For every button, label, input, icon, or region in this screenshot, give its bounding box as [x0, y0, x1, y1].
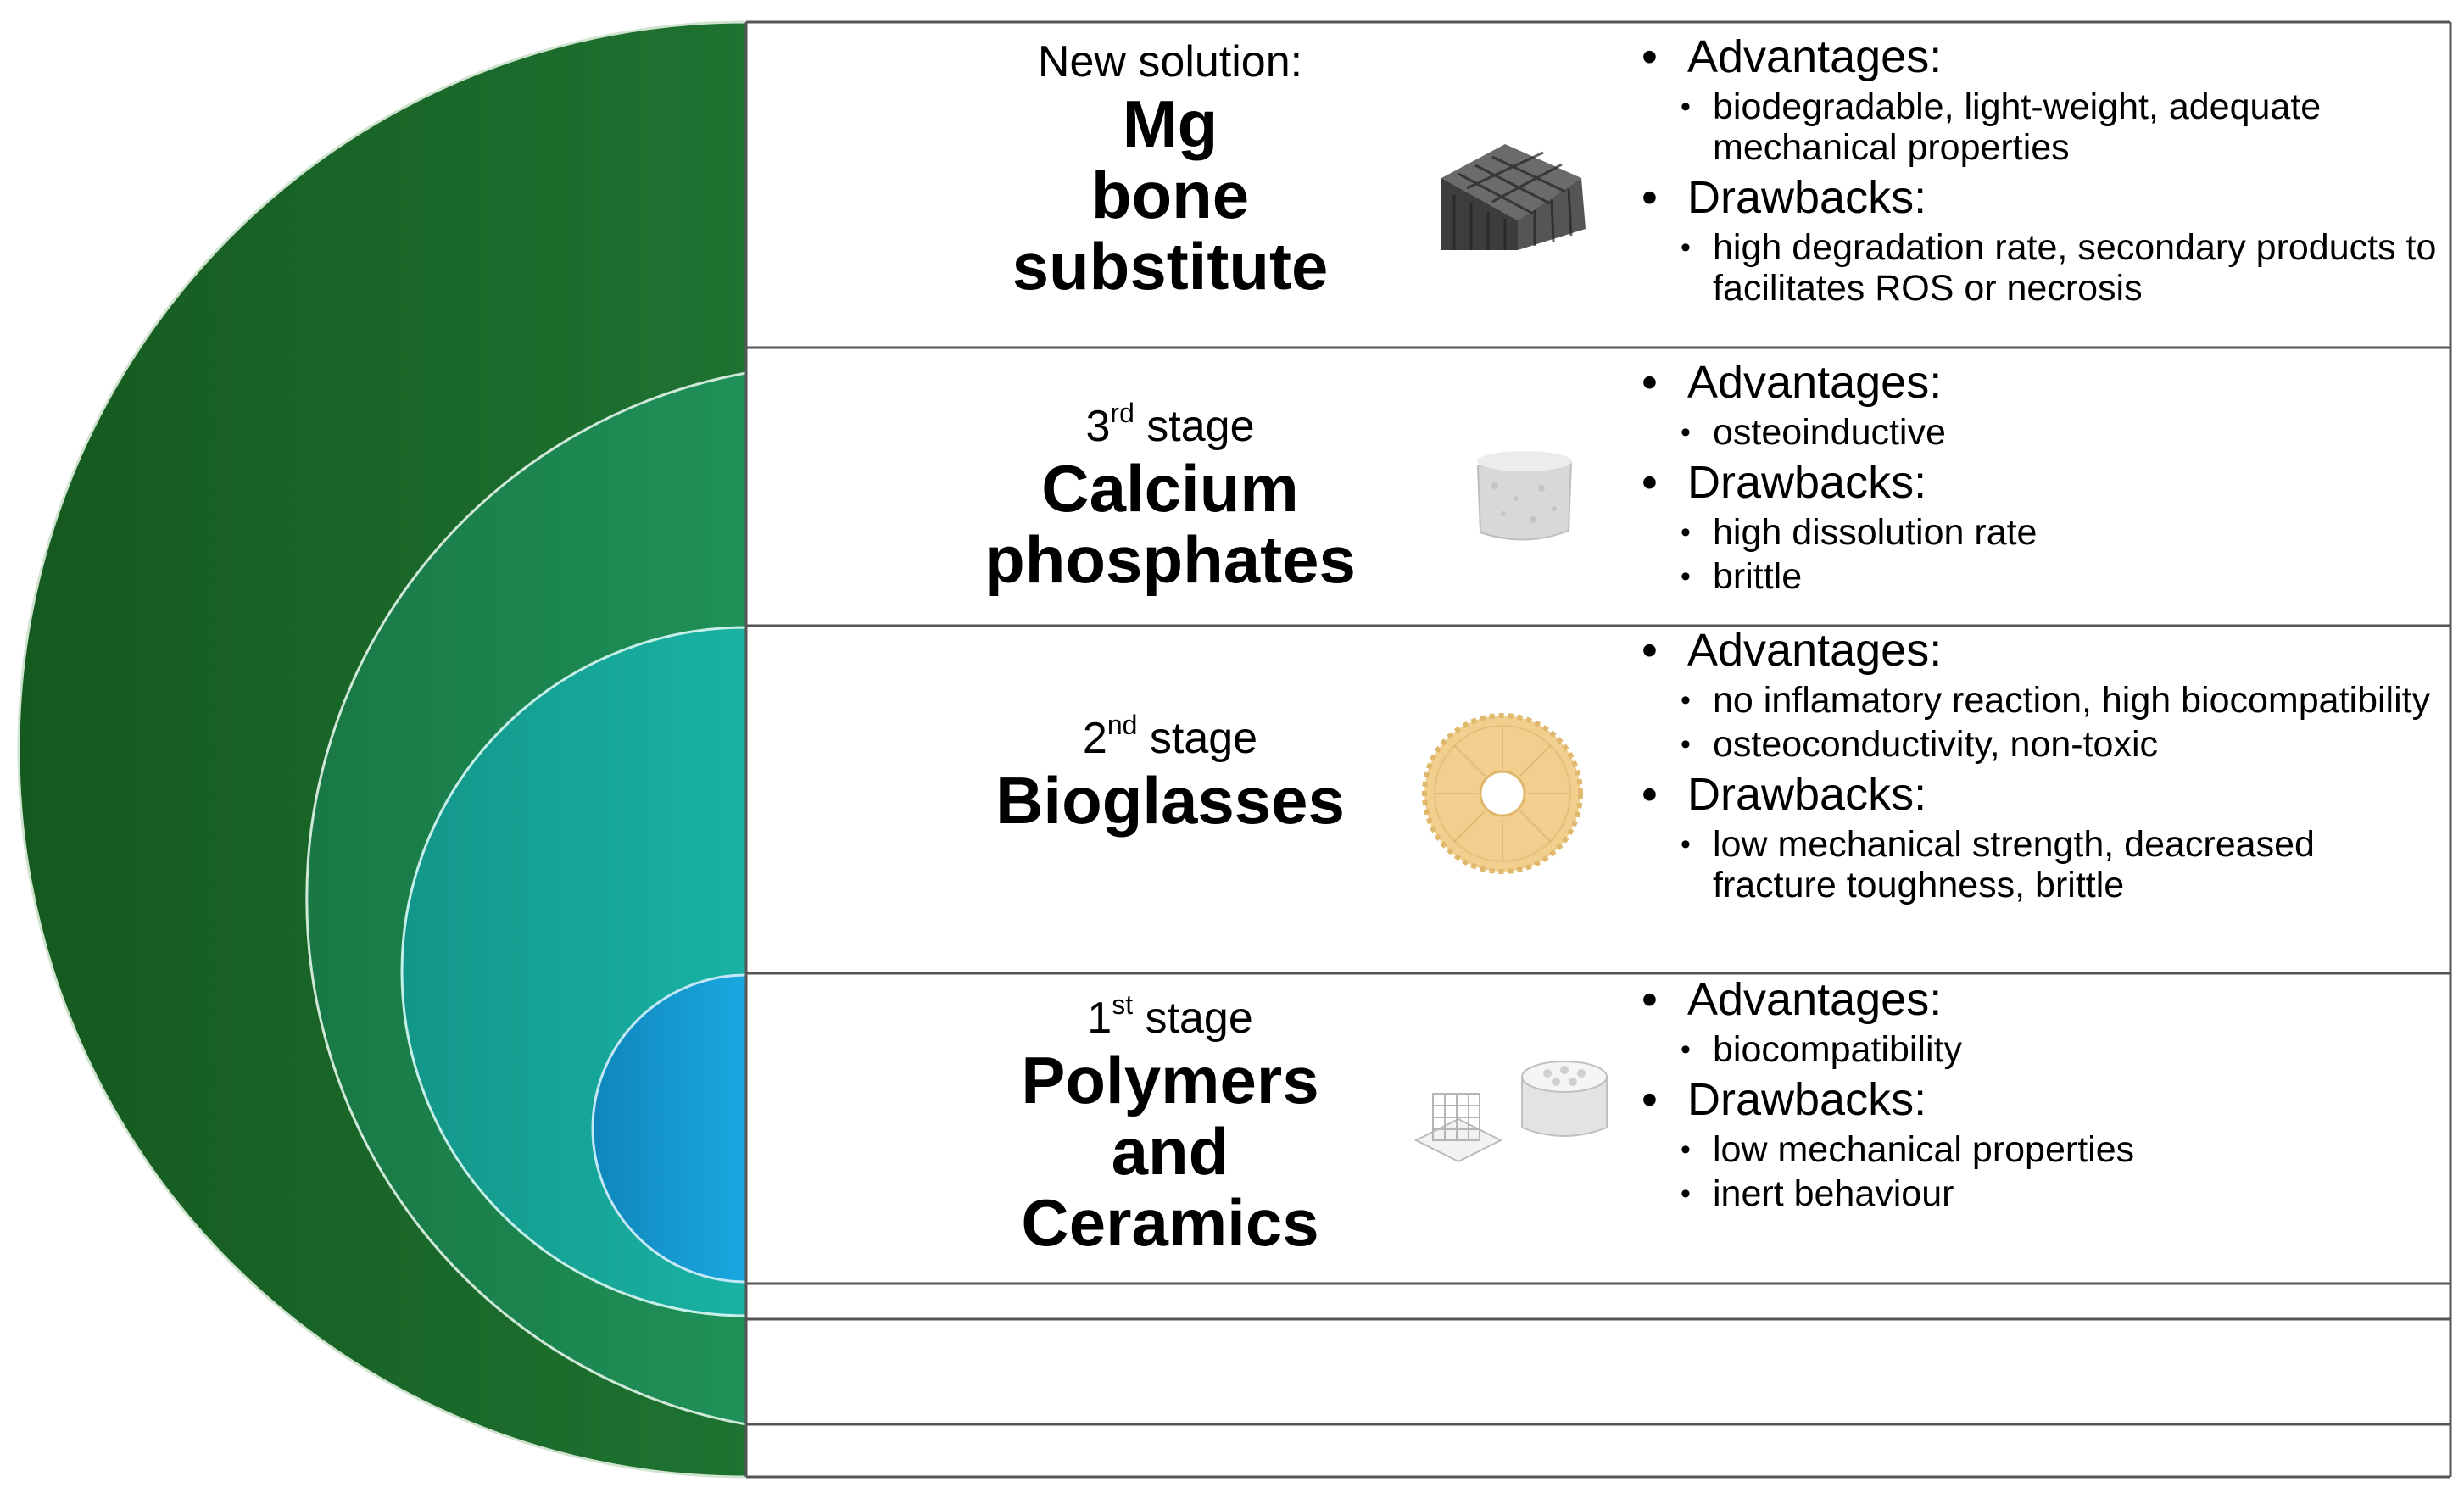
- drawback-item: high degradation rate, secondary product…: [1642, 227, 2439, 309]
- advantages-heading: Advantages:: [1642, 356, 2439, 409]
- drawback-item: brittle: [1642, 556, 2439, 597]
- advantages-heading: Advantages:: [1642, 31, 2439, 83]
- row-4-stage-label: 1st stage: [1087, 989, 1253, 1043]
- row-4-pros-cons: Advantages: biocompatibility Drawbacks: …: [1642, 973, 2439, 1217]
- row-3-pros-cons: Advantages: no inflamatory reaction, hig…: [1642, 624, 2439, 909]
- row-1-pros-cons: Advantages: biodegradable, light-weight,…: [1642, 31, 2439, 312]
- drawbacks-heading: Drawbacks:: [1642, 171, 2439, 224]
- calcium-phosphate-scaffold-icon: [1476, 451, 1573, 541]
- advantage-item: biocompatibility: [1642, 1029, 2439, 1070]
- drawbacks-heading: Drawbacks:: [1642, 456, 2439, 509]
- advantage-item: no inflamatory reaction, high biocompati…: [1642, 680, 2439, 721]
- row-1-material-name: Mg bone substitute: [848, 88, 1492, 302]
- advantage-item: biodegradable, light-weight, adequate me…: [1642, 86, 2439, 168]
- row-2-stage-label: 3rd stage: [1085, 398, 1255, 451]
- drawbacks-heading: Drawbacks:: [1642, 768, 2439, 821]
- advantage-item: osteoconductivity, non-toxic: [1642, 724, 2439, 765]
- row-2-name-line: Calcium: [1041, 451, 1299, 526]
- drawbacks-heading: Drawbacks:: [1642, 1073, 2439, 1126]
- row-2-name-line: phosphates: [984, 522, 1356, 597]
- drawback-item: low mechanical properties: [1642, 1129, 2439, 1170]
- porous-magnesium-cube-icon: [1441, 144, 1586, 250]
- row-3-stage-label: 2nd stage: [1082, 710, 1258, 763]
- row-1-stage-label: New solution:: [1037, 37, 1303, 86]
- row-1-name-line: Mg: [1122, 86, 1218, 161]
- drawback-item: high dissolution rate: [1642, 512, 2439, 553]
- row-1-name-line: substitute: [1012, 229, 1329, 304]
- drawback-item: low mechanical strength, deacreased frac…: [1642, 824, 2439, 905]
- bioglass-ring-scaffold-icon: [1422, 713, 1583, 874]
- row-1-title: New solution: Mg bone substitute: [848, 36, 1492, 302]
- polymer-ceramic-scaffolds-icon: [1413, 1061, 1608, 1163]
- row-4-name-line: Ceramics: [1021, 1185, 1319, 1260]
- row-3-material-name: Bioglasses: [848, 765, 1492, 836]
- row-2-title: 3rd stage Calcium phosphates: [848, 398, 1492, 595]
- row-4-title: 1st stage Polymers and Ceramics: [848, 989, 1492, 1258]
- row-4-material-name: Polymers and Ceramics: [848, 1044, 1492, 1258]
- row-4-name-line: and: [1111, 1114, 1229, 1189]
- advantages-heading: Advantages:: [1642, 973, 2439, 1026]
- advantages-heading: Advantages:: [1642, 624, 2439, 677]
- row-2-pros-cons: Advantages: osteoinductive Drawbacks: hi…: [1642, 356, 2439, 600]
- row-1-name-line: bone: [1090, 158, 1250, 232]
- row-3-name-line: Bioglasses: [995, 763, 1345, 838]
- drawback-item: inert behaviour: [1642, 1173, 2439, 1214]
- ring-inner: [591, 973, 748, 1284]
- row-3-title: 2nd stage Bioglasses: [848, 710, 1492, 836]
- advantage-item: osteoinductive: [1642, 412, 2439, 453]
- row-2-material-name: Calcium phosphates: [848, 453, 1492, 595]
- row-4-name-line: Polymers: [1021, 1043, 1319, 1117]
